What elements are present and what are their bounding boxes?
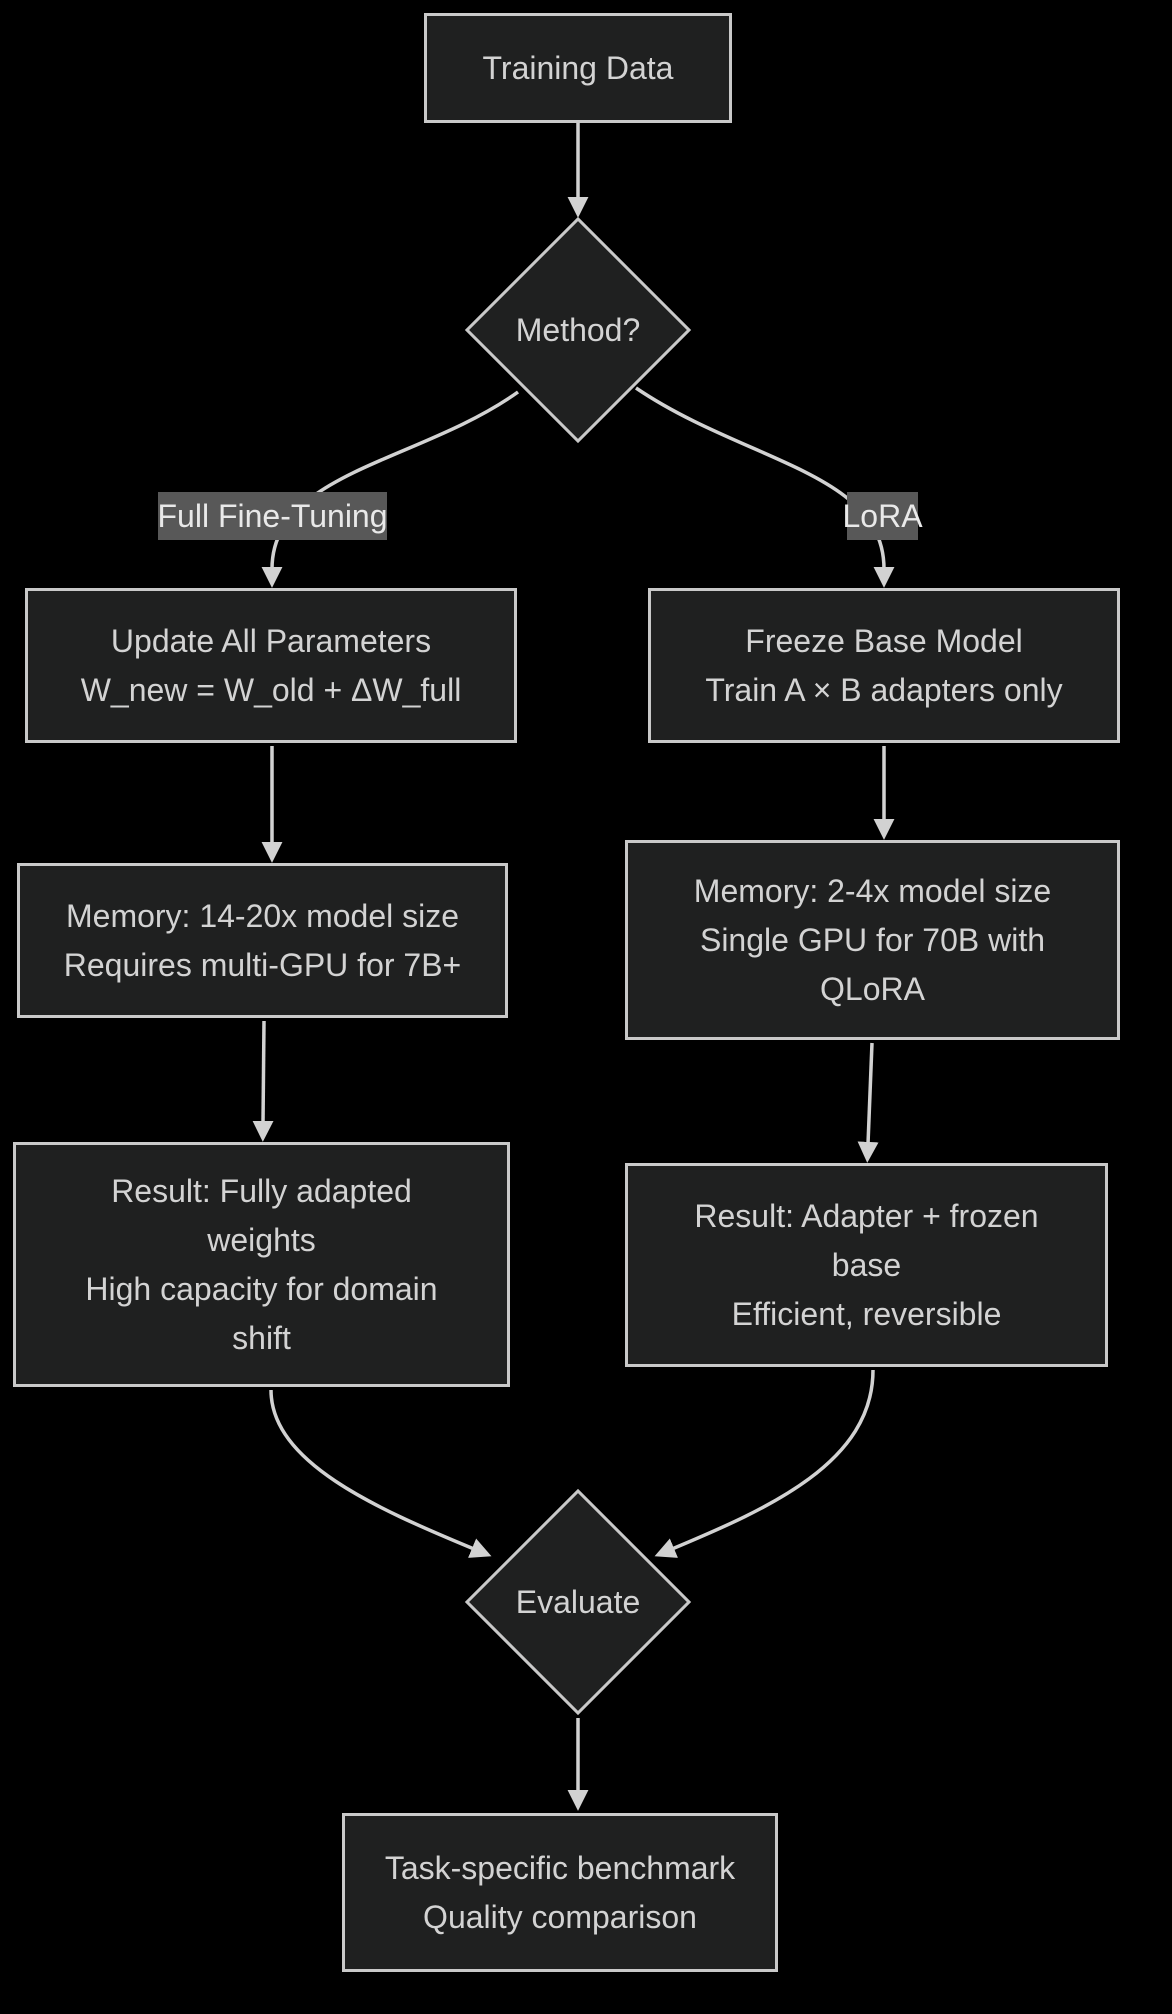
node-memlora-line-2: Single GPU for 70B with — [699, 921, 1046, 958]
edge-resfull-to-evaluate — [269, 1389, 492, 1558]
node-result-lora: Result: Adapter + frozen base Efficient,… — [625, 1163, 1108, 1367]
node-training-data-label: Training Data — [482, 49, 674, 86]
node-resfull-line-2: weights — [207, 1221, 316, 1258]
node-update-all-parameters: Update All Parameters W_new = W_old + ΔW… — [25, 588, 517, 743]
node-method-label: Method? — [515, 311, 641, 348]
edge-label-lora: LoRA — [842, 492, 923, 540]
edge-memfull-to-resfull — [252, 1020, 274, 1142]
edge-reslora-to-evaluate — [654, 1369, 875, 1558]
node-benchmark: Task-specific benchmark Quality comparis… — [342, 1813, 778, 1972]
node-training-data: Training Data — [424, 13, 732, 123]
node-reslora-line-1: Result: Adapter + frozen — [694, 1197, 1039, 1234]
node-benchmark-line-1: Task-specific benchmark — [384, 1849, 736, 1886]
node-freeze-line-2: Train A × B adapters only — [705, 671, 1063, 708]
node-update-line-1: Update All Parameters — [110, 622, 432, 659]
node-benchmark-line-2: Quality comparison — [423, 1898, 697, 1935]
node-resfull-line-3: High capacity for domain — [85, 1270, 438, 1307]
edge-memlora-to-reslora — [857, 1042, 879, 1163]
node-result-full-ft: Result: Fully adapted weights High capac… — [13, 1142, 510, 1387]
node-reslora-line-2: base — [831, 1246, 902, 1283]
node-memfull-line-2: Requires multi-GPU for 7B+ — [63, 946, 462, 983]
node-resfull-line-1: Result: Fully adapted — [111, 1172, 412, 1209]
edge-method-to-update — [261, 390, 520, 588]
node-memory-full-ft: Memory: 14-20x model size Requires multi… — [17, 863, 508, 1018]
node-memlora-line-3: QLoRA — [820, 970, 925, 1007]
edge-label-full-fine-tuning: Full Fine-Tuning — [158, 492, 388, 540]
node-resfull-line-4: shift — [232, 1319, 291, 1356]
node-freeze-line-1: Freeze Base Model — [745, 622, 1023, 659]
node-memory-lora: Memory: 2-4x model size Single GPU for 7… — [625, 840, 1120, 1040]
node-freeze-base-model: Freeze Base Model Train A × B adapters o… — [648, 588, 1120, 743]
node-memlora-line-1: Memory: 2-4x model size — [693, 872, 1052, 909]
node-evaluate-label: Evaluate — [515, 1583, 641, 1620]
edge-method-to-freeze — [635, 386, 895, 588]
node-memfull-line-1: Memory: 14-20x model size — [65, 897, 460, 934]
node-update-line-2: W_new = W_old + ΔW_full — [80, 671, 462, 708]
node-reslora-line-3: Efficient, reversible — [731, 1295, 1002, 1332]
